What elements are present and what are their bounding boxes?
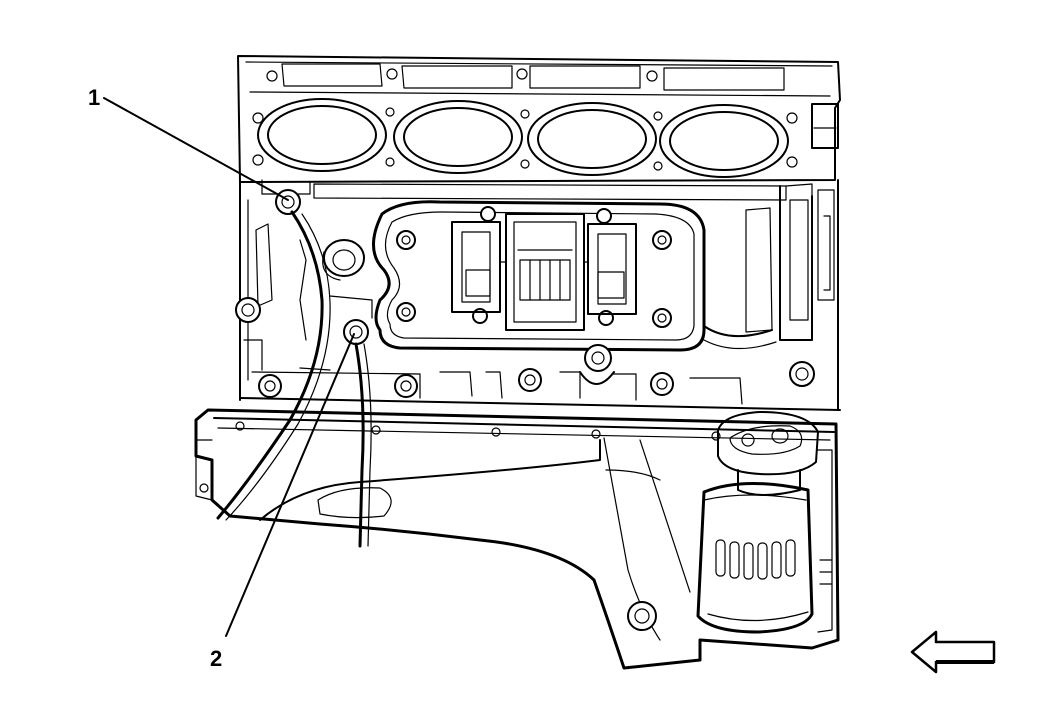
callout-1: 1 xyxy=(88,85,289,201)
oil-pan xyxy=(194,408,840,670)
cylinder-bores xyxy=(252,98,798,178)
oil-pump-assembly xyxy=(372,200,777,352)
dipstick-tube xyxy=(216,210,372,548)
main-bearing-bolts xyxy=(239,344,841,411)
engine-block xyxy=(237,55,841,411)
oil-filter xyxy=(696,411,833,634)
left-block-features xyxy=(235,189,373,398)
left-arrow-icon xyxy=(910,630,996,674)
callout-1-label: 1 xyxy=(88,85,100,110)
callout-2-label: 2 xyxy=(210,646,222,671)
callout-2: 2 xyxy=(210,333,355,671)
